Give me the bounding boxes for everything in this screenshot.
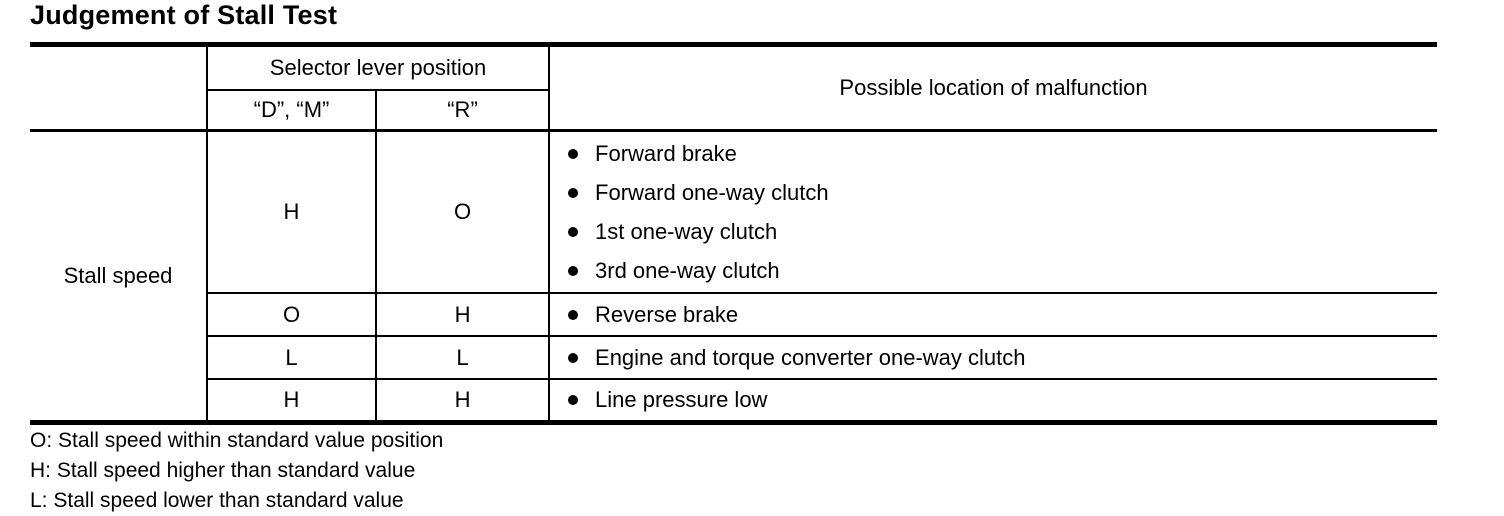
- malfunction-list: Reverse brake: [550, 295, 1437, 334]
- cell-malfunctions-row1: Forward brake Forward one-way clutch 1st…: [548, 130, 1438, 294]
- bullet-icon: [568, 187, 579, 198]
- bullet-icon: [568, 352, 579, 363]
- list-item: Forward brake: [568, 134, 1437, 173]
- row-label-stall-speed: Stall speed: [30, 130, 208, 425]
- malfunction-text: Reverse brake: [595, 301, 739, 327]
- malfunction-list: Forward brake Forward one-way clutch 1st…: [550, 132, 1437, 292]
- list-item: 3rd one-way clutch: [568, 251, 1437, 290]
- malfunction-text: 1st one-way clutch: [595, 218, 778, 244]
- list-item: Line pressure low: [568, 380, 1437, 419]
- malfunction-text: Forward brake: [595, 140, 737, 166]
- list-item: Reverse brake: [568, 295, 1437, 334]
- header-possible-malfunction: Possible location of malfunction: [548, 42, 1438, 132]
- cell-r-row3: L: [376, 336, 551, 380]
- bullet-icon: [568, 394, 579, 405]
- bullet-icon: [568, 309, 579, 320]
- header-corner-cell: [30, 42, 208, 132]
- page-title: Judgement of Stall Test: [30, 0, 338, 30]
- cell-dm-row4: H: [207, 379, 377, 425]
- bullet-icon: [568, 226, 579, 237]
- malfunction-text: Engine and torque converter one-way clut…: [595, 344, 1026, 370]
- list-item: Engine and torque converter one-way clut…: [568, 338, 1437, 377]
- table-row: Stall speed H O Forward brake Forward on…: [30, 130, 1438, 425]
- cell-dm-row3: L: [207, 336, 377, 380]
- list-item: 1st one-way clutch: [568, 212, 1437, 251]
- note-line-h: H: Stall speed higher than standard valu…: [30, 459, 416, 482]
- bullet-icon: [568, 148, 579, 159]
- table-row: L L Engine and torque converter one-way …: [30, 336, 1438, 380]
- malfunction-list: Line pressure low: [550, 380, 1437, 419]
- header-dm: “D”, “M”: [207, 89, 377, 132]
- table-row: H H Line pressure low: [30, 379, 1438, 425]
- cell-r-row1: O: [376, 130, 551, 294]
- malfunction-text: 3rd one-way clutch: [595, 257, 780, 283]
- cell-dm-row2: O: [207, 293, 377, 337]
- note-line-o: O: Stall speed within standard value pos…: [30, 429, 444, 452]
- stall-test-table: Selector lever position Possible locatio…: [30, 42, 1438, 425]
- cell-malfunctions-row3: Engine and torque converter one-way clut…: [548, 336, 1438, 380]
- legend-notes: O: Stall speed within standard value pos…: [30, 426, 443, 516]
- malfunction-list: Engine and torque converter one-way clut…: [550, 338, 1437, 377]
- cell-malfunctions-row2: Reverse brake: [548, 293, 1438, 337]
- cell-r-row4: H: [376, 379, 551, 425]
- bullet-icon: [568, 265, 579, 276]
- cell-malfunctions-row4: Line pressure low: [548, 379, 1438, 425]
- table-row: O H Reverse brake: [30, 293, 1438, 337]
- cell-dm-row1: H: [207, 130, 377, 294]
- header-r: “R”: [376, 89, 551, 132]
- header-selector-lever-position: Selector lever position: [205, 42, 551, 91]
- malfunction-text: Forward one-way clutch: [595, 179, 829, 205]
- note-line-l: L: Stall speed lower than standard value: [30, 489, 404, 512]
- list-item: Forward one-way clutch: [568, 173, 1437, 212]
- malfunction-text: Line pressure low: [595, 386, 768, 412]
- cell-r-row2: H: [376, 293, 551, 337]
